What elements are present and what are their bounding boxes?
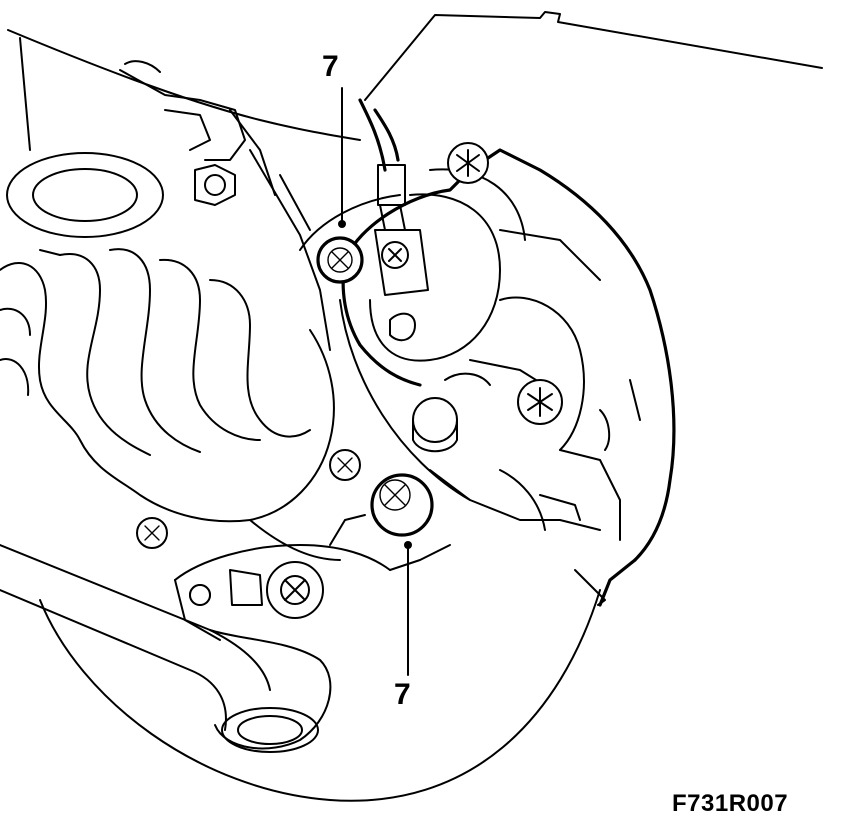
- figure-code: F731R007: [672, 790, 789, 817]
- bolt-hub-3: [189, 584, 211, 606]
- bolt-hub-2: [136, 517, 168, 549]
- bleed-nipple: [412, 397, 458, 453]
- hub-bolts: [136, 449, 361, 606]
- control-arm: [0, 544, 332, 753]
- mounting-bolt-upper: [316, 236, 364, 284]
- body-panel: [7, 11, 823, 151]
- brake-disc: [39, 194, 601, 802]
- callout-leaders: [338, 87, 412, 676]
- brake-caliper: [341, 148, 676, 607]
- hub-carrier: [174, 514, 451, 641]
- guide-pin-bolts: [412, 142, 563, 453]
- mounting-bolt-lower: [370, 473, 434, 537]
- callout-label-bottom: 7: [394, 678, 411, 711]
- drive-shaft-boot: [0, 248, 341, 561]
- brake-hose: [358, 98, 429, 296]
- strut-mount: [6, 60, 331, 351]
- bolt-hub-1: [329, 449, 361, 481]
- guide-bolt-upper: [447, 142, 489, 184]
- caliper-mounting-bolts: [316, 236, 434, 537]
- guide-bolt-lower: [517, 379, 563, 425]
- callout-label-top: 7: [322, 50, 339, 83]
